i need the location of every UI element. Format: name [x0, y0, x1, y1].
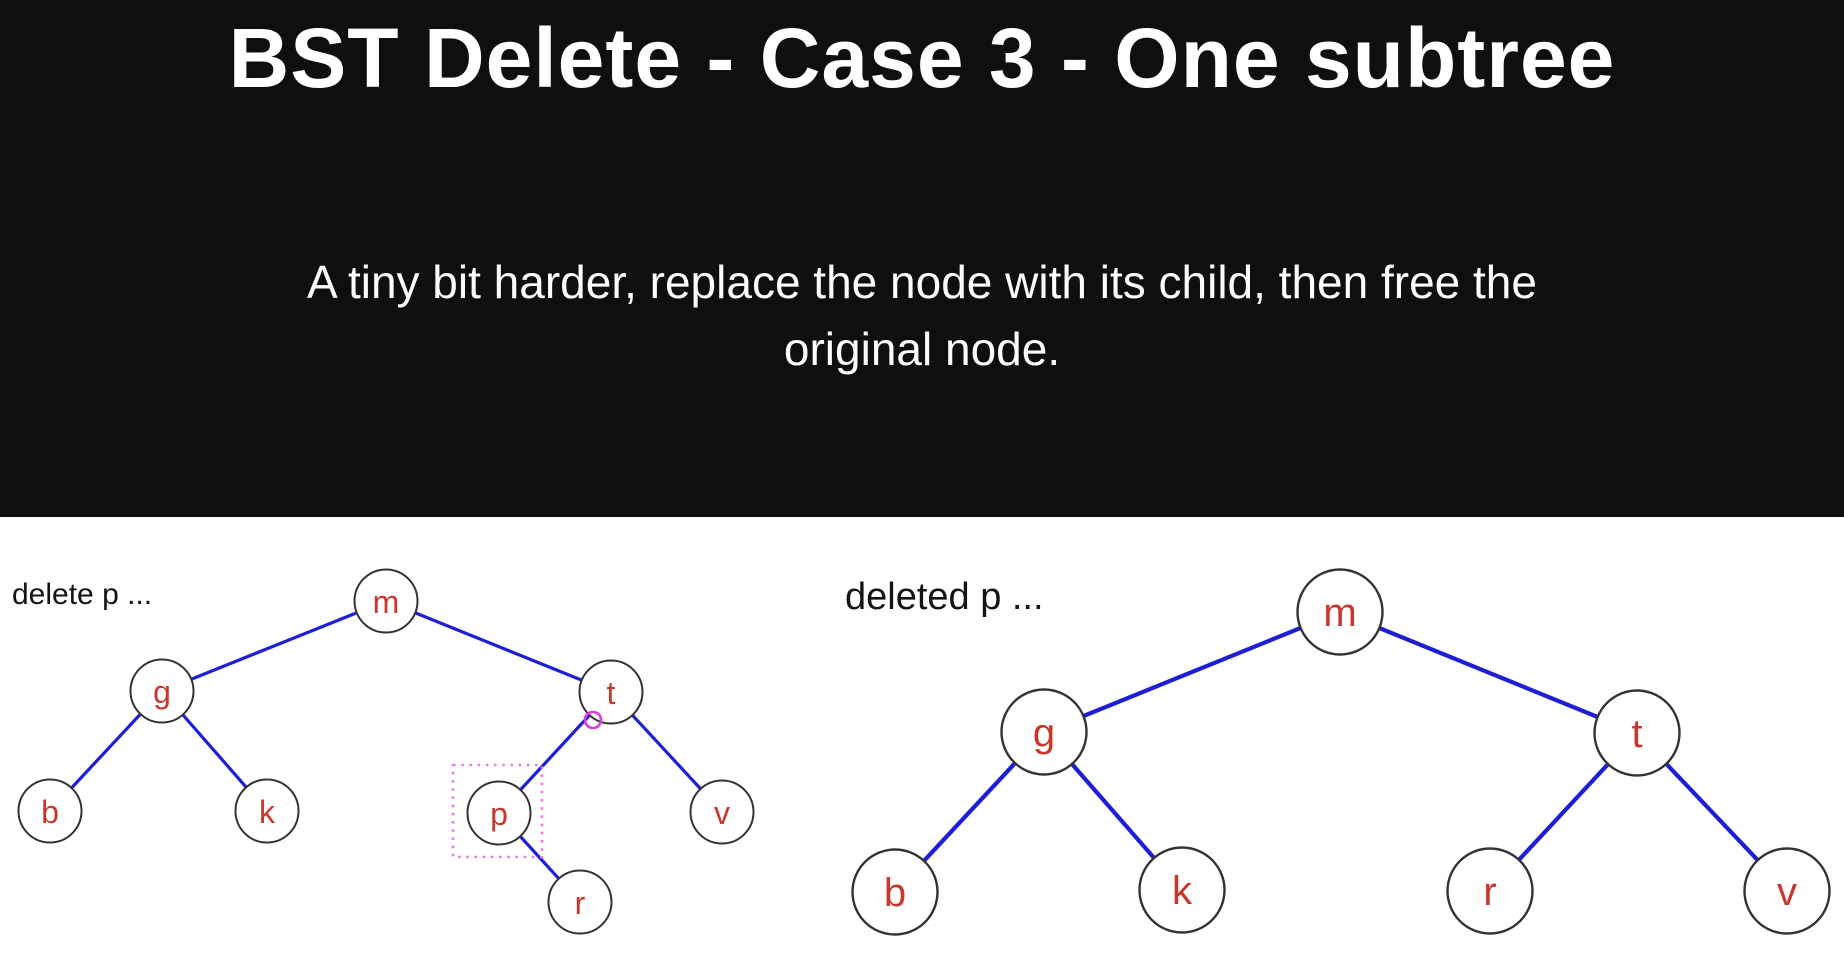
tree-node-after-b: [851, 848, 939, 936]
tree-node-letter-after-k: k: [1172, 869, 1193, 913]
tree-node-letter-after-m: m: [1323, 591, 1356, 635]
tree-node-letter-before-k: k: [259, 794, 276, 830]
tree-node-letter-before-p: p: [490, 796, 508, 832]
tree-node-letter-before-m: m: [373, 584, 400, 620]
tree-node-letter-before-r: r: [575, 885, 586, 921]
subtitle-line-2: original node.: [783, 322, 1061, 375]
tree-node-letter-before-t: t: [607, 675, 616, 711]
slide-title: BST Delete - Case 3 - One subtree: [228, 11, 1616, 105]
tree-node-before-b: [17, 778, 83, 844]
tree-node-letter-after-g: g: [1033, 711, 1055, 755]
tree-after: m g t b k r v: [851, 568, 1831, 936]
tree-node-before-r: [547, 869, 613, 935]
child-pointer-ring: [583, 710, 603, 730]
tree-node-after-r: [1446, 847, 1534, 935]
after-tree-caption: deleted p ...: [845, 576, 1044, 618]
tree-edge-after-m-t: [1339, 610, 1638, 735]
tree-node-before-p: [466, 780, 532, 846]
tree-node-letter-before-g: g: [153, 674, 171, 710]
tree-node-letter-after-t: t: [1631, 712, 1642, 756]
tree-node-letter-after-r: r: [1483, 870, 1496, 914]
tree-node-before-m: [353, 568, 419, 634]
tree-node-before-k: [234, 778, 300, 844]
tree-node-before-g: [129, 658, 195, 724]
tree-node-after-g: [1000, 688, 1088, 776]
tree-node-after-m: [1296, 568, 1384, 656]
tree-node-letter-before-v: v: [714, 795, 730, 831]
tree-edge-after-m-g: [1043, 610, 1341, 734]
before-tree-caption: delete p ...: [12, 578, 153, 611]
tree-before: m g t b k p v r: [17, 568, 755, 935]
tree-edge-before-m-t: [385, 599, 612, 694]
tree-node-before-v: [689, 779, 755, 845]
tree-node-after-t: [1593, 689, 1681, 777]
subtitle-line-1: A tiny bit harder, replace the node with…: [307, 255, 1537, 308]
slide-subtitle: A tiny bit harder, replace the node with…: [142, 249, 1702, 383]
slide-header: BST Delete - Case 3 - One subtree A tiny…: [0, 0, 1844, 517]
tree-node-letter-before-b: b: [41, 794, 59, 830]
tree-node-before-t: [578, 659, 644, 725]
tree-node-after-k: [1138, 846, 1226, 934]
tree-node-after-v: [1743, 847, 1831, 935]
tree-node-letter-after-b: b: [884, 871, 906, 915]
tree-edge-before-m-g: [161, 599, 387, 693]
tree-node-letter-after-v: v: [1777, 870, 1797, 914]
